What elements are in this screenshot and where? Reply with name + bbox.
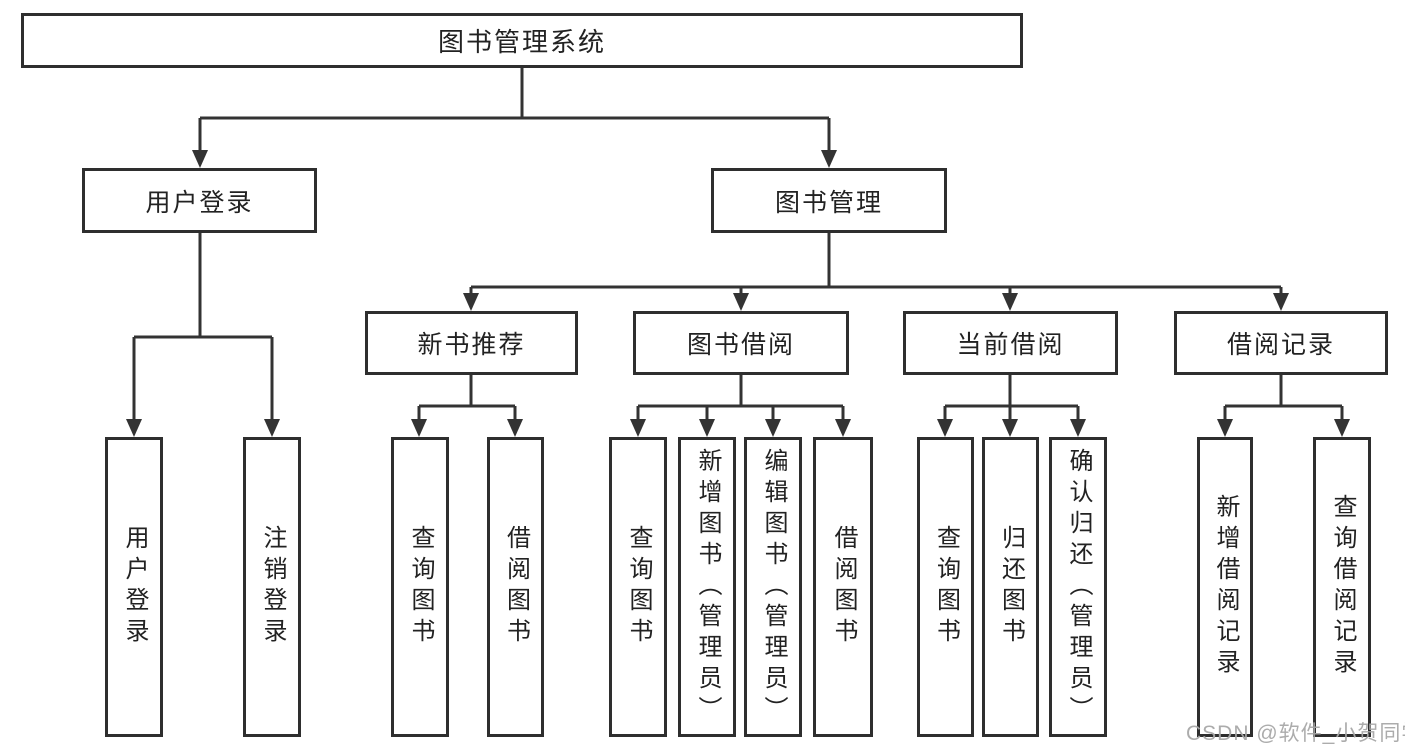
leaf-query-books-recommend: 查询图书: [391, 437, 449, 737]
leaf-return-book: 归还图书: [982, 437, 1039, 737]
node-current-borrow: 当前借阅: [903, 311, 1118, 375]
node-book-management: 图书管理: [711, 168, 947, 233]
node-book-borrow: 图书借阅: [633, 311, 849, 375]
leaf-logout: 注销登录: [243, 437, 301, 737]
node-root: 图书管理系统: [21, 13, 1023, 68]
node-user-login: 用户登录: [82, 168, 317, 233]
leaf-query-borrow-record: 查询借阅记录: [1313, 437, 1371, 737]
leaf-add-borrow-record: 新增借阅记录: [1197, 437, 1253, 737]
leaf-add-book-admin: 新增图书（管理员）: [678, 437, 736, 737]
leaf-confirm-return-admin: 确认归还（管理员）: [1049, 437, 1107, 737]
leaf-query-books-current: 查询图书: [917, 437, 974, 737]
node-new-book-recommend: 新书推荐: [365, 311, 578, 375]
leaf-user-login: 用户登录: [105, 437, 163, 737]
leaf-borrow-books-recommend: 借阅图书: [487, 437, 544, 737]
leaf-borrow-books: 借阅图书: [813, 437, 873, 737]
node-borrow-records: 借阅记录: [1174, 311, 1388, 375]
leaf-query-books-borrow: 查询图书: [609, 437, 667, 737]
arrowheads: [126, 150, 1350, 437]
watermark-text: CSDN @软件_小贺同学: [1186, 722, 1405, 745]
leaf-edit-book-admin: 编辑图书（管理员）: [744, 437, 802, 737]
